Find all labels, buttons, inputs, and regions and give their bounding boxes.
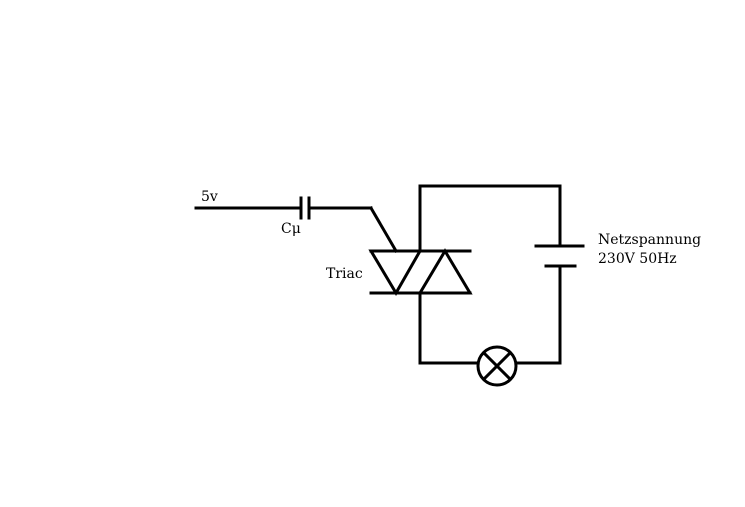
triac-symbol [368, 248, 473, 296]
bottom-wire [418, 291, 480, 365]
capacitor-symbol [299, 196, 311, 220]
ac-source-symbol [534, 244, 585, 268]
gate-lead [368, 205, 399, 254]
lamp-symbol [476, 345, 518, 387]
mains-label-line1: Netzspannung [598, 232, 701, 248]
lamp-to-source-wire [515, 264, 562, 365]
triac-label: Triac [326, 266, 363, 282]
mains-label-line2: 230V 50Hz [598, 251, 677, 267]
top-wire [418, 184, 562, 253]
input-voltage-label: 5v [201, 189, 218, 205]
capacitor-label: Cμ [281, 221, 301, 237]
